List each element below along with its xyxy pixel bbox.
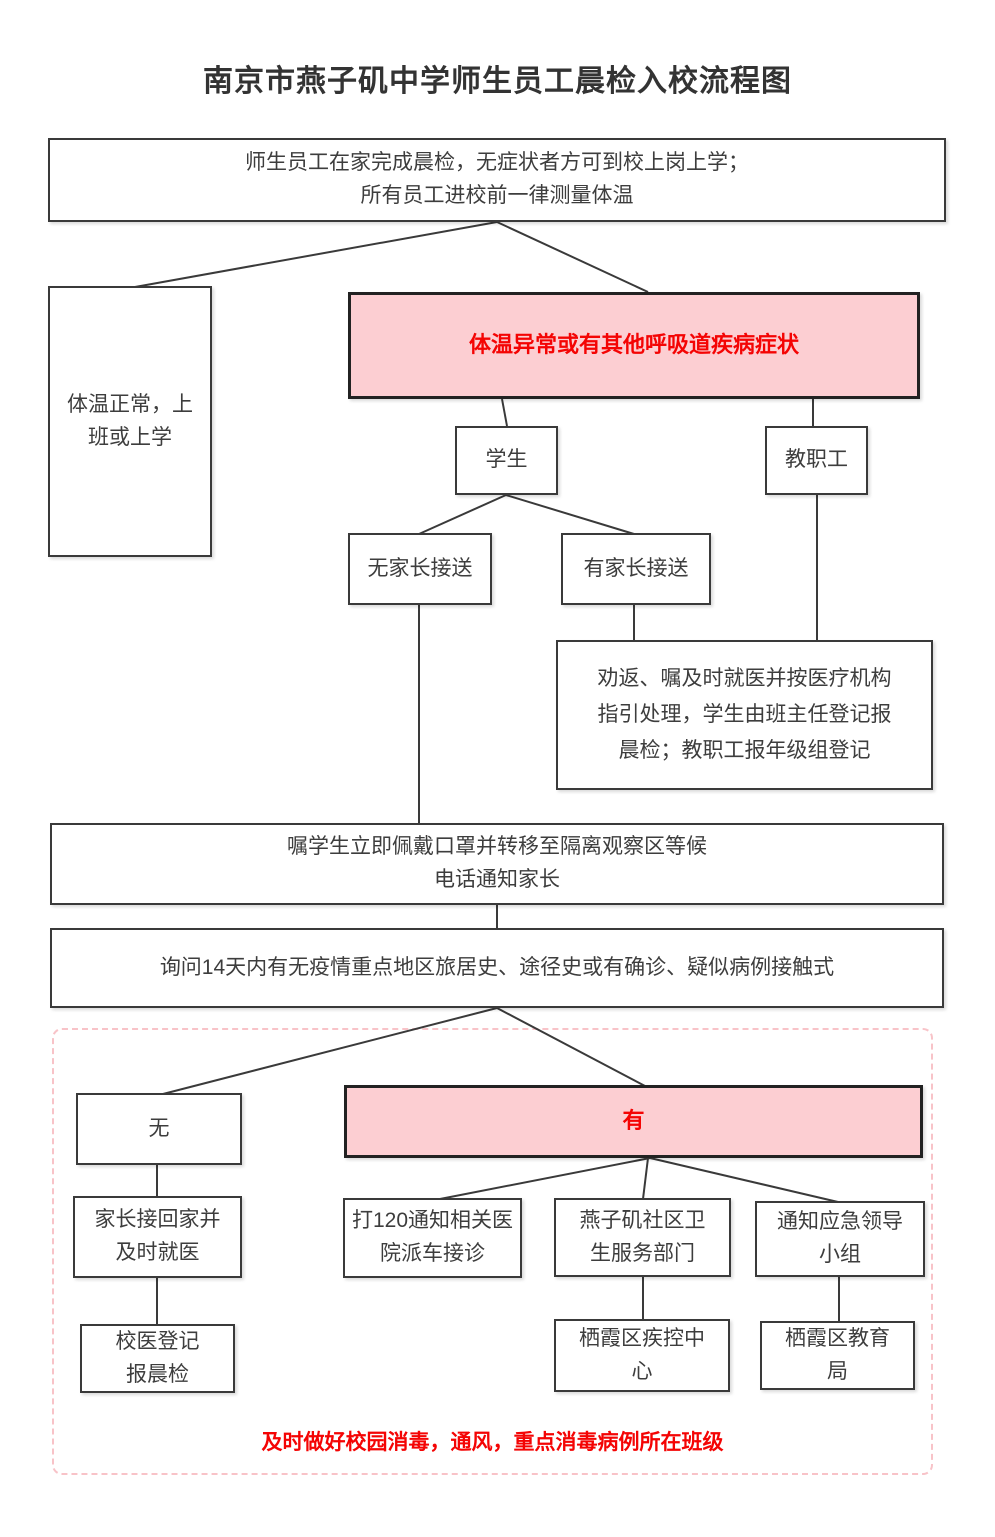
node-no-parent-pickup: 无家长接送	[348, 533, 492, 605]
node-parent-take-home: 家长接回家并及时就医	[73, 1196, 242, 1278]
node-inquiry-14days: 询问14天内有无疫情重点地区旅居史、途径史或有确诊、疑似病例接触式	[50, 928, 944, 1008]
page-title: 南京市燕子矶中学师生员工晨检入校流程图	[203, 65, 792, 98]
emergency-response-zone	[52, 1028, 933, 1475]
node-student: 学生	[455, 426, 558, 495]
node-staff: 教职工	[765, 426, 868, 495]
node-community-health: 燕子矶社区卫生服务部门	[554, 1198, 731, 1277]
node-school-doctor-register: 校医登记报晨检	[80, 1324, 235, 1393]
disinfection-note: 及时做好校园消毒，通风，重点消毒病例所在班级	[261, 1431, 724, 1454]
node-yes: 有	[344, 1085, 923, 1158]
node-no: 无	[76, 1093, 242, 1165]
node-call-120: 打120通知相关医院派车接诊	[343, 1198, 522, 1278]
node-district-cdc: 栖霞区疾控中心	[554, 1319, 730, 1392]
node-persuade-return: 劝返、嘱及时就医并按医疗机构指引处理，学生由班主任登记报晨检；教职工报年级组登记	[556, 640, 933, 790]
node-normal-temp: 体温正常，上班或上学	[48, 286, 212, 557]
node-start: 师生员工在家完成晨检，无症状者方可到校上岗上学； 所有员工进校前一律测量体温	[48, 138, 946, 222]
node-abnormal-temp: 体温异常或有其他呼吸道疾病症状	[348, 292, 920, 399]
node-with-parent-pickup: 有家长接送	[561, 533, 711, 605]
node-notify-emergency-team: 通知应急领导小组	[755, 1201, 925, 1277]
node-district-education: 栖霞区教育局	[760, 1321, 915, 1390]
node-isolate-wait: 嘱学生立即佩戴口罩并转移至隔离观察区等候 电话通知家长	[50, 823, 944, 905]
